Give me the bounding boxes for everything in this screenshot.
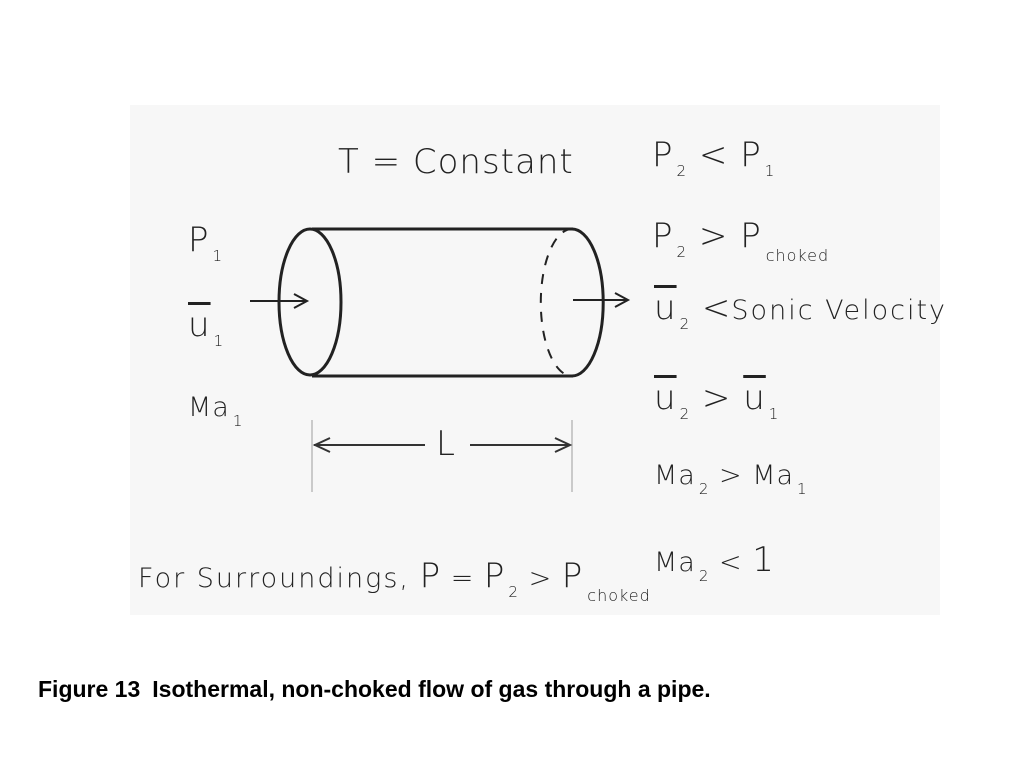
length-label: L	[436, 424, 456, 464]
length-arrowhead-right	[554, 437, 573, 453]
pipe-outlet-hidden-edge	[539, 228, 573, 377]
figure-caption: Figure 13 Isothermal, non-choked flow of …	[38, 676, 711, 703]
scanned-figure-background	[130, 105, 940, 615]
pipe-outlet-end	[571, 227, 605, 378]
outlet-arrowhead	[614, 292, 631, 308]
figure-caption-text: Isothermal, non-choked flow of gas throu…	[152, 676, 711, 702]
length-arrowhead-left	[312, 437, 331, 453]
figure-number: Figure 13	[38, 676, 141, 702]
inlet-arrowhead	[293, 293, 310, 309]
temperature-constant-label: T = Constant	[338, 142, 574, 182]
